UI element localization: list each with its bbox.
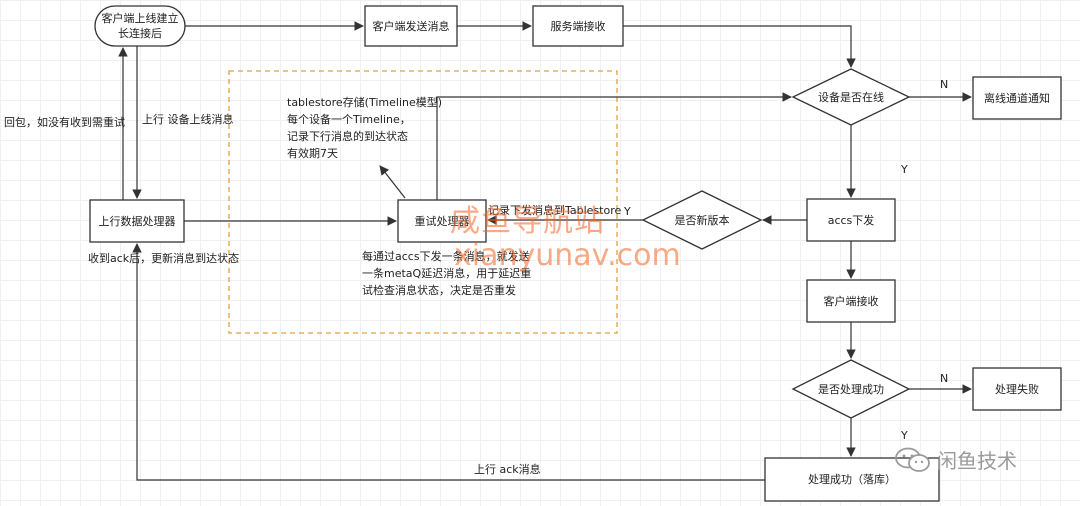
label-upstream-online: 上行 设备上线消息 bbox=[142, 113, 234, 126]
node-client-online: 客户端上线建立 长连接后 bbox=[101, 12, 179, 40]
label-y-online: Y bbox=[901, 163, 908, 176]
node-retry-processor: 重试处理器 bbox=[414, 214, 470, 228]
label-ack-message: 上行 ack消息 bbox=[474, 463, 541, 476]
watermark-url: xianyunav.com bbox=[454, 238, 681, 273]
label-accs-note: 每通过accs下发一条消息，就发送 一条metaQ延迟消息，用于延迟重 试检查消… bbox=[362, 250, 532, 297]
label-y-ok: Y bbox=[901, 429, 908, 442]
node-accs-push: accs下发 bbox=[827, 213, 875, 227]
label-tablestore-note: tablestore存储(Timeline模型) 每个设备一个Timeline，… bbox=[287, 96, 443, 160]
logo-text: 闲鱼技术 bbox=[937, 449, 1017, 473]
node-process-ok-check: 是否处理成功 bbox=[818, 382, 884, 396]
node-process-fail: 处理失败 bbox=[995, 382, 1039, 396]
node-offline-notify: 离线通道通知 bbox=[984, 91, 1050, 105]
edge-server-to-device-online bbox=[623, 25, 856, 68]
label-y-new-version: Y bbox=[624, 205, 631, 218]
label-ack-received: 收到ack后，更新消息到达状态 bbox=[88, 252, 240, 265]
label-n-offline: N bbox=[940, 78, 949, 91]
edge-retry-to-note bbox=[379, 165, 406, 199]
node-server-recv-shape bbox=[532, 5, 624, 47]
edge-retry-to-device-online bbox=[436, 92, 792, 200]
node-upstream-processor-shape bbox=[89, 199, 185, 243]
node-is-new-version-shape bbox=[641, 190, 763, 250]
node-retry-processor-shape bbox=[397, 199, 487, 243]
node-device-online: 设备是否在线 bbox=[818, 90, 884, 104]
wechat-icon bbox=[895, 447, 930, 472]
brand-logo: 闲鱼技术 bbox=[893, 445, 1017, 474]
label-record-tablestore: 记录下发消息到Tablestore bbox=[488, 204, 622, 217]
node-offline-notify-shape bbox=[972, 76, 1062, 120]
edge-ok-to-upstream bbox=[132, 243, 765, 481]
node-client-recv: 客户端接收 bbox=[823, 294, 879, 308]
label-retry-note: 回包，如没有收到需重试 bbox=[4, 116, 125, 129]
node-client-recv-shape bbox=[806, 279, 896, 323]
label-n-fail: N bbox=[940, 372, 949, 385]
dashed-group-box bbox=[228, 70, 618, 334]
node-server-recv: 服务端接收 bbox=[550, 19, 606, 33]
node-process-ok: 处理成功（落库） bbox=[808, 473, 896, 486]
node-is-new-version: 是否新版本 bbox=[674, 213, 730, 227]
node-upstream-processor: 上行数据处理器 bbox=[98, 214, 176, 228]
node-process-fail-shape bbox=[972, 367, 1062, 411]
watermark-title: 咸鱼导航站 bbox=[450, 204, 605, 239]
node-client-send: 客户端发送消息 bbox=[372, 19, 450, 33]
node-client-send-shape bbox=[364, 5, 458, 47]
